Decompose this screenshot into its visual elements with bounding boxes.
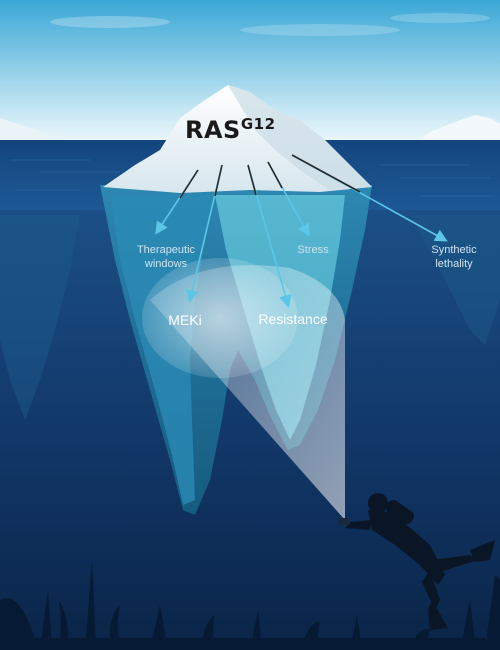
distant-underwater-ice-left [0,215,80,420]
ras-title-superscript: G12 [240,115,276,133]
diver-fin-upper [470,540,495,562]
diver-leg-upper [432,555,478,572]
label-therapeutic-windows-line1: Therapeutic [136,244,196,256]
diver-leg-lower [422,570,440,610]
cloud [390,13,490,23]
label-resistance-text: Resistance [258,311,328,327]
flashlight-spot [142,258,298,378]
cloud [240,24,400,36]
label-synthetic-lethality-line2: lethality [435,258,473,270]
diver-tank [386,500,414,524]
flashlight [338,518,350,525]
label-synthetic-lethality: Synthetic lethality [418,243,490,271]
ripples [10,159,495,197]
label-meki: MEKi [155,312,215,328]
iceberg-tip-shade [228,85,372,190]
diver-fin-lower [428,600,448,630]
cloud [50,16,170,28]
arrow-stems [179,154,361,199]
diver-body [368,510,445,585]
distant-underwater-ice-right [410,215,500,345]
diver-silhouette [338,493,495,630]
ras-title: RASG12 [185,115,276,144]
label-meki-text: MEKi [168,312,202,328]
ras-title-main: RAS [185,116,241,144]
diver-arm [345,520,372,530]
label-synthetic-lethality-line1: Synthetic [431,244,477,256]
label-resistance: Resistance [248,311,338,327]
label-therapeutic-windows: Therapeutic windows [118,243,214,271]
seaweed [0,560,500,650]
label-stress: Stress [285,243,341,257]
label-stress-text: Stress [297,244,329,256]
label-therapeutic-windows-line2: windows [144,258,188,270]
diver-head [368,493,388,513]
